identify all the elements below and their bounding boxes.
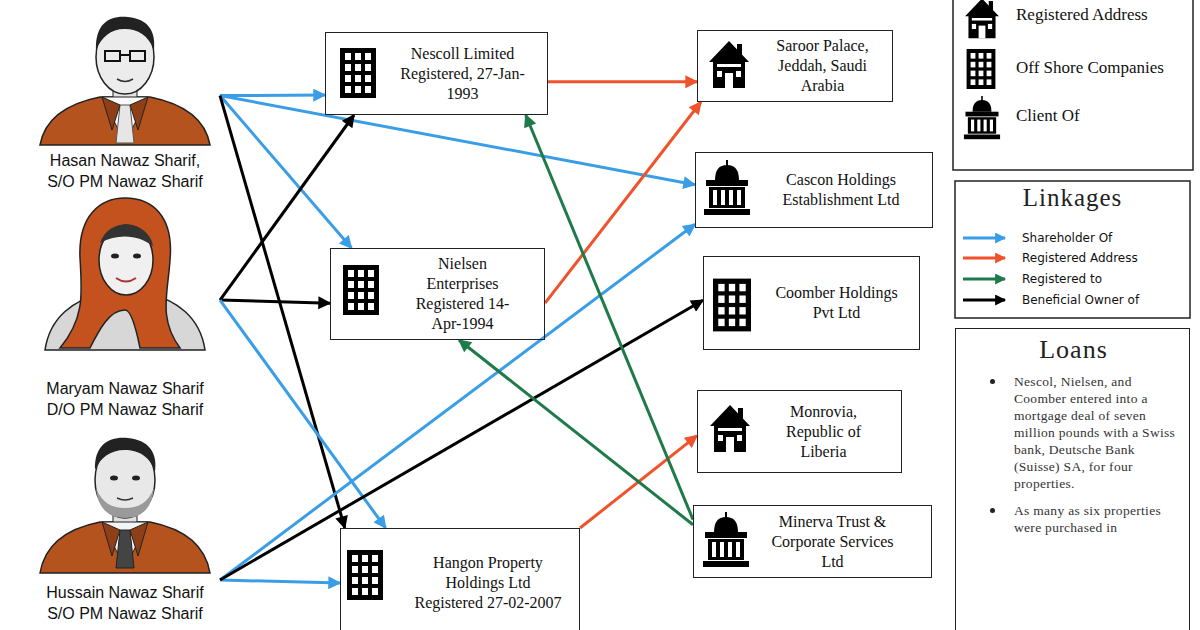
legend-label: Registered Address <box>1022 250 1138 266</box>
portrait-maryam-part <box>100 225 153 246</box>
link-arrow <box>220 115 354 300</box>
entity-label: Cascon Holdings Establishment Ltd <box>758 170 924 210</box>
person-caption: Hussain Nawaz Sharif S/O PM Nawaz Sharif <box>39 582 211 624</box>
portrait-maryam-part <box>133 254 141 259</box>
link-arrow <box>459 340 693 525</box>
offshore-icon <box>347 550 383 600</box>
legend-label: Registered to <box>1022 271 1102 287</box>
portrait-hussain-part <box>95 438 156 472</box>
entity-box: Cascon Holdings Establishment Ltd <box>695 152 933 228</box>
legend-icon <box>967 49 996 89</box>
portrait-hussain-part <box>117 498 133 500</box>
address-icon <box>710 405 750 452</box>
person-caption: Maryam Nawaz Sharif D/O PM Nawaz Sharif <box>39 378 211 420</box>
client-icon <box>704 160 750 215</box>
portrait-hasan-part <box>105 51 120 61</box>
link-arrow <box>220 96 352 248</box>
portrait-hasan-part <box>40 97 210 145</box>
link-arrow <box>220 96 695 185</box>
portrait-hussain-part <box>96 488 154 518</box>
person-node: Maryam Nawaz Sharif D/O PM Nawaz Sharif <box>30 195 220 425</box>
entity-box: Nielsen Enterprises Registered 14-Apr-19… <box>330 248 545 340</box>
legend-label: Off Shore Companies <box>1016 58 1164 78</box>
legend-icon <box>965 0 999 38</box>
portrait-hussain-part <box>130 522 148 556</box>
link-arrow <box>220 94 325 97</box>
portrait-maryam-part <box>116 278 136 282</box>
portrait-maryam-part <box>99 225 153 295</box>
portrait-hasan <box>40 17 210 145</box>
legend-arrow <box>963 278 1005 281</box>
portrait-maryam-part <box>111 254 119 259</box>
panel-heading: Loans <box>970 335 1177 365</box>
portrait-hussain-part <box>132 476 140 481</box>
entity-label: Minerva Trust & Corporate Services Ltd <box>766 512 899 572</box>
entity-label: Nielsen Enterprises Registered 14-Apr-19… <box>401 254 524 334</box>
link-arrow <box>545 102 701 303</box>
offshore-icon <box>340 48 376 98</box>
bullet-note: Nescol, Nielsen, and Coomber entered int… <box>970 373 1177 492</box>
entity-label: Hangon Property Holdings Ltd Registered … <box>413 553 563 613</box>
legend-icon <box>964 96 1000 139</box>
person-node: Hasan Nawaz Sharif, S/O PM Nawaz Sharif <box>30 0 220 195</box>
legend-label: Registered Address <box>1016 5 1148 25</box>
portrait-hasan-part <box>130 51 145 61</box>
entity-label: Saroor Palace, Jeddah, Saudi Arabia <box>763 36 882 96</box>
portrait-hussain-part <box>40 522 210 573</box>
legend-label: Client Of <box>1016 106 1080 126</box>
legend-panel <box>955 181 1190 318</box>
offshore-icon <box>713 279 751 332</box>
entity-label: Nescoll Limited Registered, 27-Jan-1993 <box>388 44 537 104</box>
bullet-note: As many as six properties were purchased… <box>970 502 1177 536</box>
client-icon <box>703 512 749 567</box>
person-node: Hussain Nawaz Sharif S/O PM Nawaz Sharif <box>30 425 220 630</box>
offshore-icon <box>343 265 379 315</box>
portrait-hasan-part <box>117 79 133 82</box>
portrait-hussain-part <box>110 476 118 481</box>
entity-box: Minerva Trust & Corporate Services Ltd <box>693 505 932 578</box>
legend-arrow <box>963 237 1005 240</box>
portrait-hussain-part <box>102 522 120 556</box>
legend-arrow <box>963 299 1005 302</box>
notes-panel: LoansNescol, Nielsen, and Coomber entere… <box>955 328 1190 630</box>
portrait-hasan-part <box>96 17 154 50</box>
address-icon <box>709 41 749 88</box>
link-arrow <box>220 300 386 528</box>
connector-group <box>220 82 703 583</box>
person-caption: Hasan Nawaz Sharif, S/O PM Nawaz Sharif <box>39 150 211 192</box>
link-arrow <box>220 300 330 303</box>
entity-box: Monrovia, Republic of Liberia <box>697 390 902 473</box>
portrait-hasan-part <box>120 54 130 56</box>
link-arrow <box>220 96 345 528</box>
entity-label: Coomber Holdings Pvt Ltd <box>764 283 909 323</box>
portrait-hasan-part <box>130 97 148 130</box>
portrait-hasan-part <box>102 97 120 130</box>
link-arrow <box>220 580 340 583</box>
legend-heading: Linkages <box>955 184 1190 212</box>
portrait-hussain-part <box>102 522 148 568</box>
entity-box: Coomber Holdings Pvt Ltd <box>703 256 920 350</box>
portrait-hussain <box>40 438 210 573</box>
link-arrow <box>548 80 697 83</box>
portrait-maryam-part <box>60 198 180 348</box>
entity-label: Monrovia, Republic of Liberia <box>768 402 879 462</box>
entity-box: Hangon Property Holdings Ltd Registered … <box>340 528 580 630</box>
portrait-maryam <box>45 198 205 350</box>
entity-box: Nescoll Limited Registered, 27-Jan-1993 <box>325 32 548 115</box>
legend-arrow <box>963 257 1005 260</box>
legend-label: Shareholder Of <box>1022 230 1112 246</box>
portrait-hasan-part <box>102 97 148 143</box>
legend-label: Beneficial Owner of <box>1022 292 1139 308</box>
legend-panel <box>953 0 1193 170</box>
link-arrow <box>220 224 695 580</box>
link-arrow <box>220 300 703 580</box>
entity-box: Saroor Palace, Jeddah, Saudi Arabia <box>697 30 893 102</box>
